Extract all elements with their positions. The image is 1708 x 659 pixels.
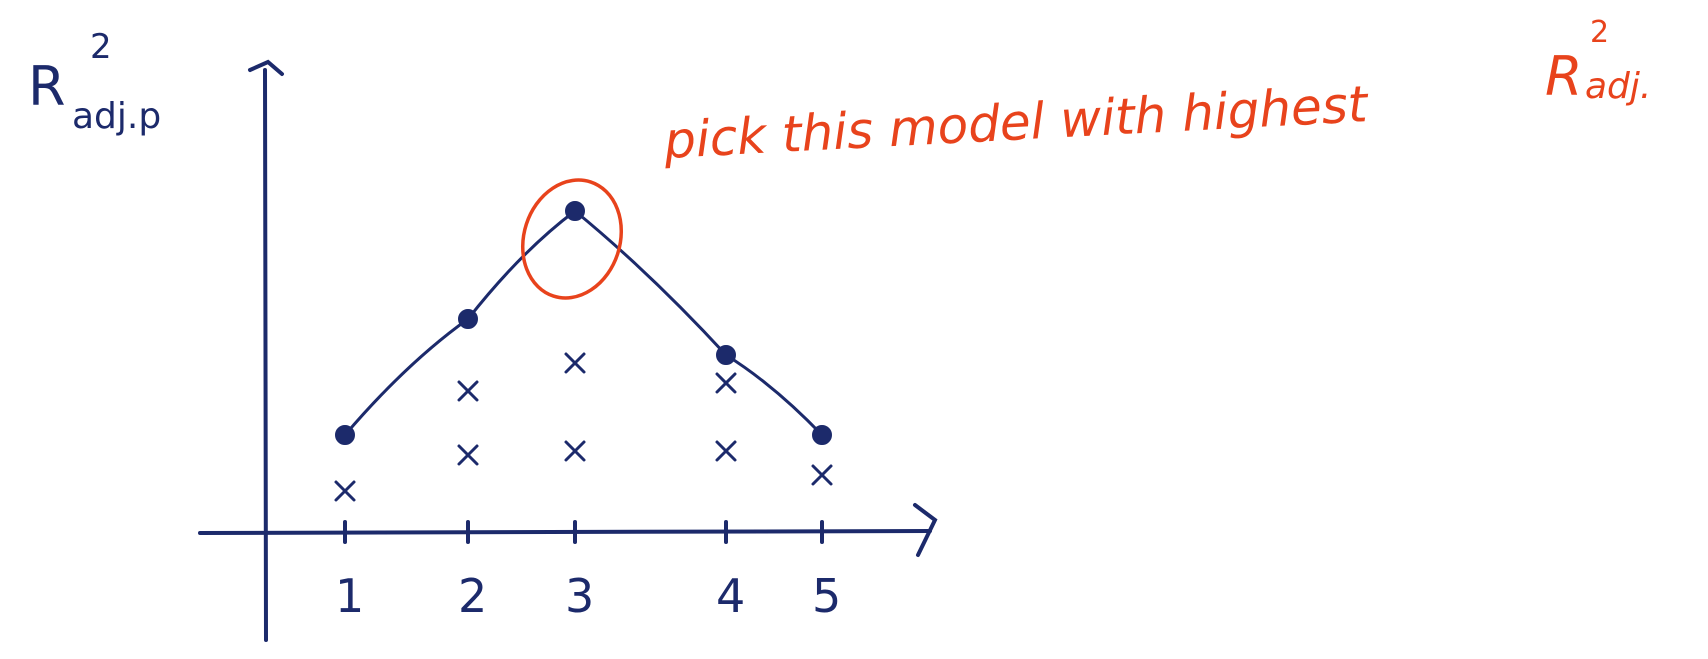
annotation: pick this model with highest R 2 adj. bbox=[662, 15, 1652, 170]
x-ticks bbox=[343, 520, 824, 544]
best-model-point bbox=[335, 425, 355, 445]
x-axis-arrow bbox=[913, 503, 938, 557]
y-label-sup: 2 bbox=[90, 27, 112, 67]
x-tick-label: 3 bbox=[565, 569, 594, 623]
best-model-curve bbox=[335, 201, 832, 445]
annotation-r-sub: adj. bbox=[1585, 66, 1651, 107]
other-model-marker bbox=[715, 440, 737, 462]
other-models-markers bbox=[334, 352, 833, 502]
best-model-point bbox=[458, 309, 478, 329]
other-model-marker bbox=[457, 380, 479, 402]
y-axis-label: R 2 adj.p bbox=[28, 27, 161, 137]
x-tick-labels: 1 2 3 4 5 bbox=[335, 569, 841, 623]
annotation-r-base: R bbox=[1545, 45, 1583, 108]
y-axis-arrow bbox=[248, 59, 284, 76]
x-axis bbox=[198, 529, 932, 535]
other-model-marker bbox=[334, 480, 356, 502]
highlight-circle bbox=[520, 178, 624, 300]
axes bbox=[198, 59, 938, 642]
other-model-marker bbox=[811, 464, 833, 486]
other-model-marker bbox=[564, 440, 586, 462]
y-axis bbox=[263, 68, 268, 642]
highlight-layer bbox=[520, 178, 624, 300]
best-model-point bbox=[812, 425, 832, 445]
annotation-r-sup: 2 bbox=[1590, 15, 1609, 50]
best-model-point bbox=[565, 201, 585, 221]
x-tick-label: 2 bbox=[458, 569, 487, 623]
best-model-point bbox=[716, 345, 736, 365]
other-model-marker bbox=[715, 372, 737, 394]
curve-line bbox=[343, 209, 824, 437]
x-tick-label: 4 bbox=[716, 569, 745, 623]
y-label-base: R bbox=[28, 55, 66, 118]
other-model-marker bbox=[457, 444, 479, 466]
x-tick-label: 1 bbox=[335, 569, 364, 623]
x-tick-label: 5 bbox=[812, 569, 841, 623]
other-model-marker bbox=[564, 352, 586, 374]
y-label-sub: adj.p bbox=[72, 96, 161, 137]
annotation-text: pick this model with highest bbox=[662, 75, 1372, 170]
